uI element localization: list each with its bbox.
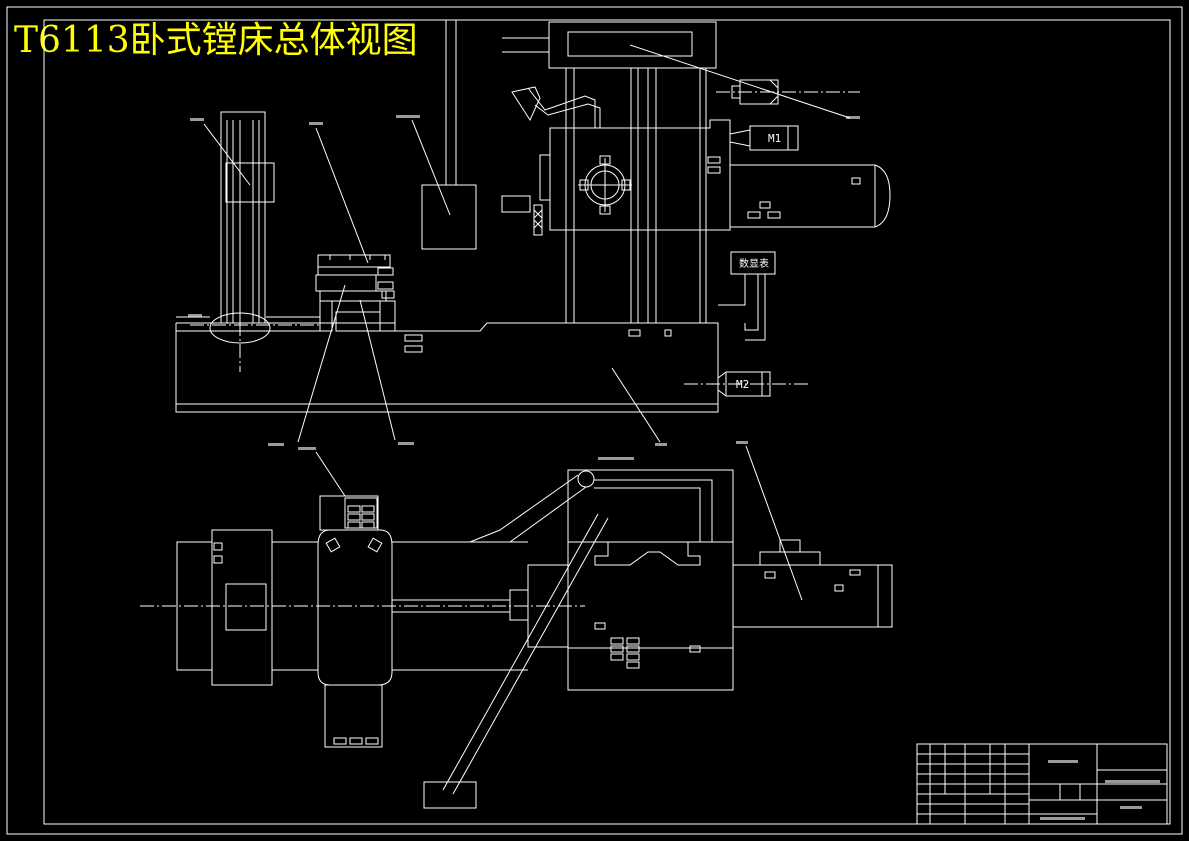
leader-lines — [203, 44, 851, 443]
rear-support-column — [176, 111, 320, 372]
motor-m2: M2 — [684, 371, 810, 397]
spindle-box-plan — [732, 539, 893, 628]
spindle-housing — [729, 164, 891, 228]
worktable — [315, 254, 396, 332]
motor-m2-label: M2 — [736, 378, 749, 391]
rear-support-plan — [176, 529, 318, 686]
drawing-title: T6113卧式镗床总体视图 — [14, 20, 418, 61]
front-view: M1 数显表 M2 — [175, 20, 891, 443]
bed — [175, 322, 719, 413]
motor-m1-label: M1 — [768, 132, 781, 145]
speed-gauge-label: 数显表 — [739, 257, 769, 270]
diagonal-rod — [423, 513, 609, 809]
inner-border — [43, 19, 1171, 825]
headstock-plan — [469, 469, 734, 691]
speed-gauge: 数显表 — [718, 251, 776, 341]
headstock — [501, 86, 731, 236]
top-motor — [716, 79, 860, 105]
callout-marks — [188, 115, 860, 460]
control-box — [421, 20, 477, 250]
title-block — [916, 743, 1168, 825]
outer-border — [6, 6, 1183, 835]
main-column — [502, 21, 717, 323]
worktable-plan — [317, 495, 528, 748]
top-view — [140, 445, 893, 809]
motor-m1: M1 — [729, 125, 799, 151]
